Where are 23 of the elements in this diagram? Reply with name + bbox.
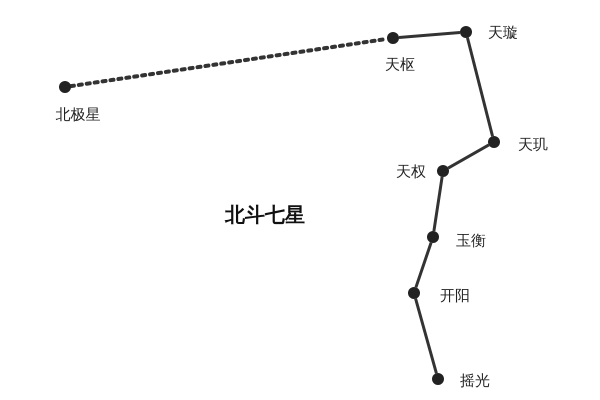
star-name: 玉衡: [456, 232, 486, 250]
star-name: 天璇: [488, 24, 518, 42]
star-dot: [460, 26, 472, 38]
star-line: [432, 176, 444, 232]
star-line: [447, 144, 490, 170]
star-name: 摇光: [460, 372, 490, 390]
star-dot: [437, 165, 449, 177]
star-name: 天权: [396, 162, 426, 182]
star-dot: [432, 373, 444, 385]
star-name: 开阳: [440, 286, 470, 306]
star-dot: [408, 287, 420, 299]
star-dot: [488, 136, 500, 148]
star-line: [466, 37, 494, 137]
star-dot: [427, 231, 439, 243]
star-name: 天枢: [385, 56, 415, 74]
title: 北斗七星: [225, 202, 305, 228]
star-name: 天玑: [518, 136, 548, 154]
star-line: [414, 242, 432, 288]
star-dot: [59, 81, 71, 93]
star-dot: [387, 32, 399, 44]
star-line: [398, 31, 460, 39]
star-line: [414, 298, 438, 374]
star-name: 北极星: [56, 106, 100, 124]
